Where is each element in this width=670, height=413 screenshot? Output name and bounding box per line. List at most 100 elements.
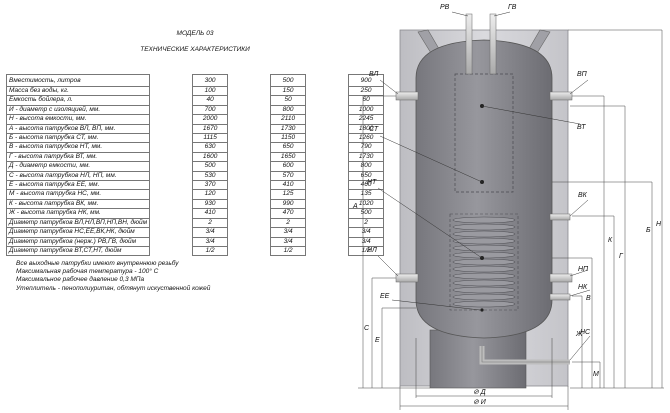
coil-turn: [452, 300, 516, 308]
leader-lines: [377, 11, 591, 361]
pipe-vk: [549, 213, 571, 221]
pipe-nk: [549, 293, 571, 301]
coil-turn: [452, 279, 516, 287]
label-ns: НС: [580, 329, 591, 336]
spec-gap: [150, 134, 193, 143]
spec-label: Г - высота патрубка ВТ, мм.: [5, 151, 151, 163]
coil-turn: [452, 286, 516, 294]
spec-value: 135: [348, 189, 385, 200]
spec-value: 150: [270, 85, 307, 97]
spec-gap: [228, 171, 271, 180]
spec-gap: [228, 228, 271, 237]
spec-gap: [150, 162, 193, 171]
spec-value: 2: [192, 217, 229, 229]
dim-v-label: В: [586, 295, 591, 302]
spec-gap: [150, 115, 193, 124]
label-gv: ГВ: [508, 4, 517, 11]
spec-gap: [228, 162, 271, 171]
coil-turn: [452, 216, 516, 224]
spec-row: Диаметр патрубков ВЛ,НЛ,ВП,НП,ВН, дюйм 2 2…: [5, 217, 385, 229]
spec-value: 3/4: [348, 236, 385, 247]
spec-label: Емкость бойлера, л.: [5, 95, 151, 106]
spec-gap: [150, 105, 193, 114]
dim-zh-label: Ж: [575, 331, 583, 338]
spec-value: 410: [270, 180, 307, 191]
spec-gap: [228, 199, 271, 208]
coil-turn: [452, 272, 516, 280]
spec-value: 1000: [348, 104, 385, 116]
spec-gap: [150, 181, 193, 190]
coil-turn: [452, 251, 516, 259]
spec-label: М - высота патрубка НС, мм.: [5, 189, 151, 200]
spec-value: 50: [270, 95, 307, 106]
spec-label: Ж - высота патрубка НК, мм.: [5, 208, 151, 219]
spec-label: Масса без воды, кг.: [5, 85, 151, 97]
spec-gap: [150, 190, 193, 199]
spec-value: 530: [192, 170, 229, 182]
spec-label: Диаметр патрубков ВЛ,НЛ,ВП,НП,ВН, дюйм: [5, 217, 151, 229]
left-dimension-lines: [358, 95, 430, 389]
spec-value: 1650: [270, 151, 307, 163]
spec-value: 1150: [270, 133, 307, 144]
label-nk: НК: [578, 284, 588, 291]
sensor-ee: [480, 308, 484, 312]
coil-outline: [449, 213, 519, 311]
spec-gap: [228, 237, 271, 246]
note-thread: Все выходные патрубки имеют внутреннюю р…: [16, 260, 179, 267]
spec-gap: [150, 246, 193, 255]
spec-gap: [228, 124, 271, 133]
spec-value: 2: [348, 217, 385, 229]
spec-gap: [228, 246, 271, 255]
pipe-vp: [549, 91, 573, 101]
spec-value: 3/4: [270, 236, 307, 247]
spec-gap: [150, 171, 193, 180]
spec-label: Диаметр патрубков (нерж.) РВ,ГВ, дюйм: [5, 236, 151, 247]
spec-gap: [228, 75, 271, 87]
spec-gap: [150, 152, 193, 161]
dim-n-label: Н: [656, 221, 662, 228]
spec-value: 410: [192, 208, 229, 219]
spec-value: 1115: [192, 133, 229, 144]
spec-value: 1730: [348, 151, 385, 163]
coil-turn: [452, 293, 516, 301]
spec-gap: [150, 218, 193, 227]
label-ee: ЕЕ: [380, 293, 390, 300]
spec-label: В - высота патрубков НТ, мм.: [5, 142, 151, 153]
spec-value: 500: [348, 208, 385, 219]
dim-g-label: Г: [619, 253, 624, 260]
spec-gap: [228, 209, 271, 218]
spec-value: 60: [348, 95, 385, 106]
right-dimension-lines: [552, 29, 664, 389]
spec-value: 2: [270, 217, 307, 229]
bottom-dimension-lines: [399, 338, 569, 410]
tank-drawing: РВ ГВ ВЛ ВП СТ ВТ НТ ВК НЛ НП НК ЕЕ НС А…: [352, 4, 664, 410]
spec-value: 300: [192, 74, 229, 87]
spec-value: 3/4: [192, 227, 229, 238]
spec-label: А - высота патрубков ВЛ, ВП, мм.: [5, 123, 151, 135]
spec-value: 1/2: [270, 245, 307, 257]
spec-value: 630: [192, 142, 229, 153]
spec-value: 570: [270, 170, 307, 182]
spec-value: 700: [192, 104, 229, 116]
coil-turn: [452, 223, 516, 231]
note-insulation: Утеплитель - пенополиуритан, обтянут иск…: [16, 284, 211, 292]
pipe-gv: [489, 13, 497, 75]
coil-turn: [452, 265, 516, 273]
spec-gap: [228, 181, 271, 190]
spec-value: 2245: [348, 114, 385, 125]
spec-row: Диаметр патрубков (нерж.) РВ,ГВ, дюйм 3/4…: [5, 236, 385, 247]
spec-gap: [150, 96, 193, 105]
spec-label: С - высота патрубков НЛ, НП, мм.: [5, 170, 151, 182]
label-vp: ВП: [577, 71, 588, 78]
label-nl: НЛ: [367, 247, 377, 254]
spec-value: 1670: [192, 123, 229, 135]
